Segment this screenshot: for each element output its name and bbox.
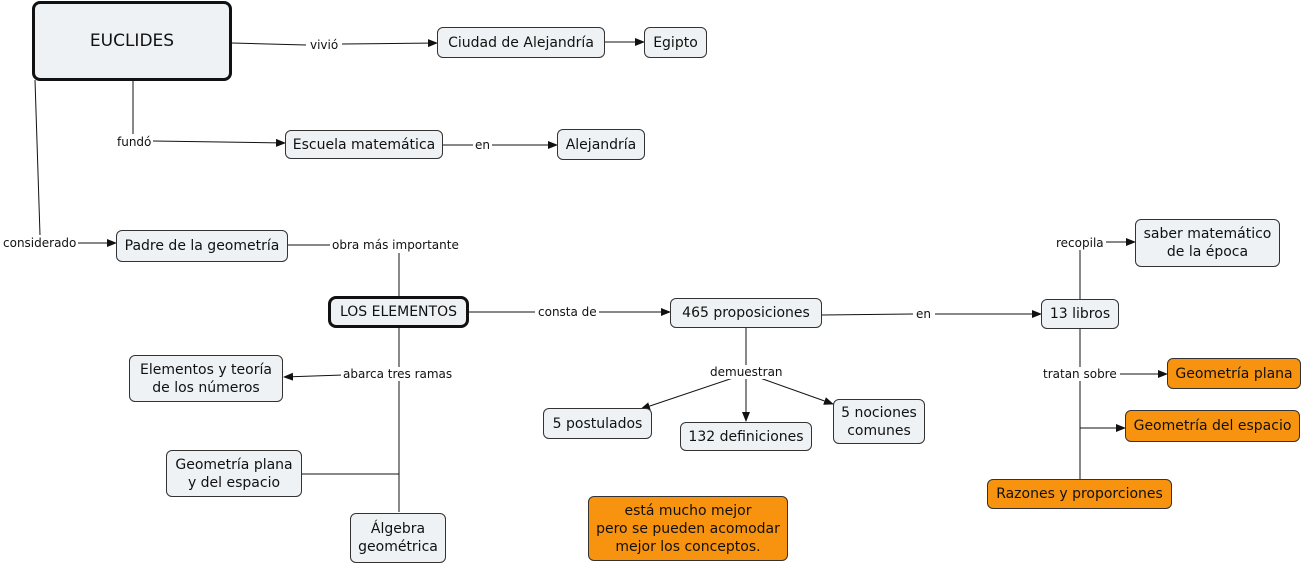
label-tratan-sobre: tratan sobre [1041,367,1119,381]
label-abarca-tres-ramas: abarca tres ramas [341,367,455,381]
edge-demuestran-postulados [640,377,734,410]
node-ciudad-alejandria[interactable]: Ciudad de Alejandría [437,27,605,58]
node-5-nociones-comunes[interactable]: 5 nociones comunes [833,399,925,444]
edge-euclides-considerado [34,79,41,236]
node-egipto[interactable]: Egipto [644,27,707,58]
node-geometria-plana-espacio[interactable]: Geometría plana y del espacio [166,450,302,497]
label-en-libros: en [914,307,933,321]
label-demuestran: demuestran [708,365,785,379]
label-consta-de: consta de [536,305,599,319]
label-obra-mas-importante: obra más importante [330,238,461,252]
label-considerado: considerado [1,236,79,250]
node-geometria-plana[interactable]: Geometría plana [1167,358,1301,389]
node-alejandria[interactable]: Alejandría [557,129,645,160]
edge-abarca-teoria [283,372,344,381]
edge-euclides-vivio [231,42,307,46]
edge-demuestran-nociones [759,377,834,405]
edge-vivio-ciudad [341,39,438,48]
node-algebra-geometrica[interactable]: Álgebra geométrica [350,513,446,563]
node-escuela-matematica[interactable]: Escuela matemática [285,130,443,159]
node-5-postulados[interactable]: 5 postulados [543,408,652,439]
node-elementos-teoria-numeros[interactable]: Elementos y teoría de los números [129,355,283,402]
node-465-proposiciones[interactable]: 465 proposiciones [670,298,822,328]
node-geometria-del-espacio[interactable]: Geometría del espacio [1125,410,1300,442]
node-132-definiciones[interactable]: 132 definiciones [680,422,812,451]
note-comment[interactable]: está mucho mejor pero se pueden acomodar… [588,496,788,561]
node-razones-proporciones[interactable]: Razones y proporciones [987,479,1172,509]
node-euclides[interactable]: EUCLIDES [32,1,232,81]
node-los-elementos[interactable]: LOS ELEMENTOS [328,296,469,328]
node-13-libros[interactable]: 13 libros [1041,299,1119,329]
label-recopila: recopila [1054,236,1106,250]
node-saber-matematico[interactable]: saber matemático de la época [1135,219,1280,267]
node-padre-geometria[interactable]: Padre de la geometría [116,230,288,262]
edge-fundo-escuela [152,138,286,147]
label-fundo: fundó [115,135,154,149]
label-vivio: vivió [308,38,341,52]
edge-proposiciones-en [821,313,914,316]
label-en-escuela: en [473,138,492,152]
